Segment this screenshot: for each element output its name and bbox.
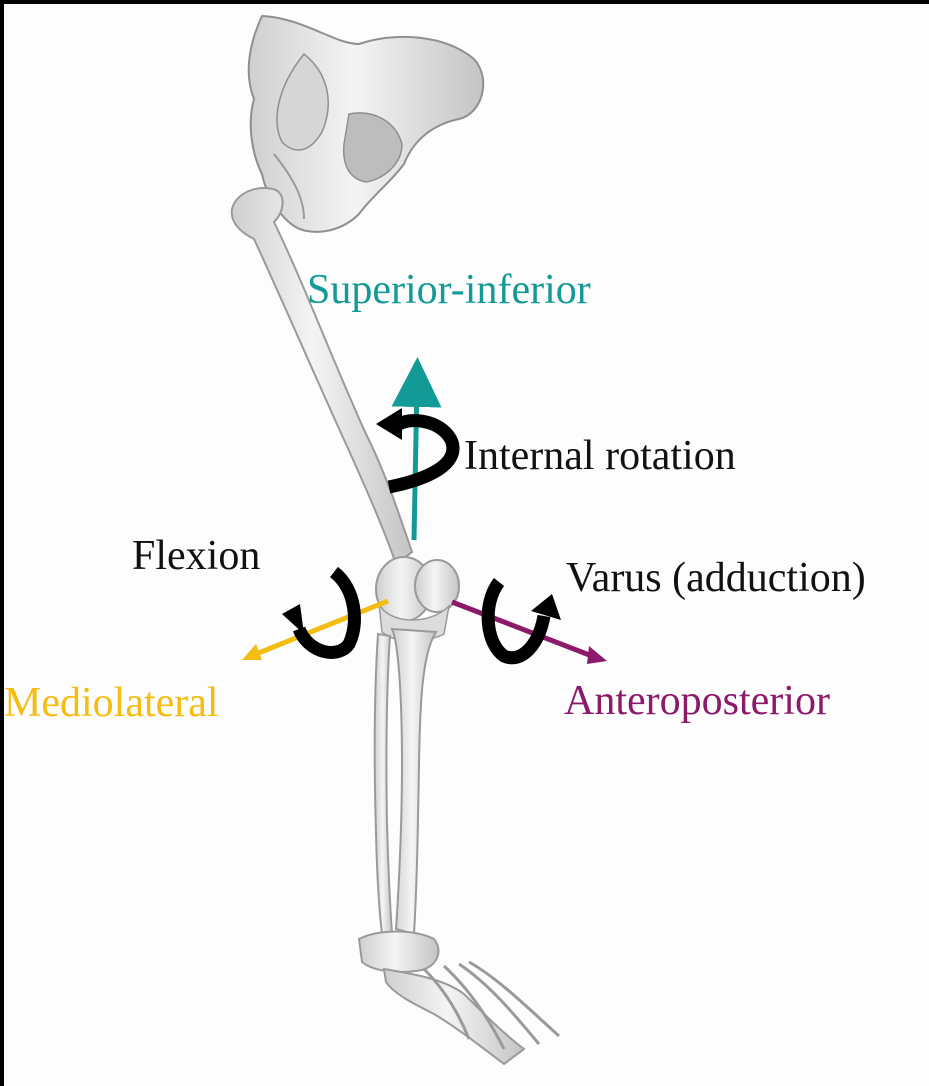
foot-bones <box>357 930 561 1066</box>
anteroposterior-axis-arrow <box>451 599 607 664</box>
varus-arrow <box>481 578 561 665</box>
superior-inferior-label: Superior-inferior <box>307 267 591 313</box>
superior-inferior-arrowhead <box>404 364 430 386</box>
mediolateral-label: Mediolateral <box>4 680 219 726</box>
superior-inferior-axis-arrow <box>391 357 442 541</box>
tibia-bone <box>390 627 438 936</box>
figure-canvas: Superior-inferior Internal rotation Flex… <box>4 4 929 1086</box>
internal-rotation-label: Internal rotation <box>464 433 736 479</box>
knee-joint <box>375 556 460 642</box>
flexion-arrow <box>282 566 361 659</box>
fibula-bone <box>373 632 394 935</box>
femur-bone <box>230 187 414 566</box>
internal-rotation-arrow <box>376 408 460 494</box>
varus-label: Varus (adduction) <box>566 555 866 601</box>
pelvis-bone <box>247 14 485 233</box>
flexion-label: Flexion <box>132 533 261 579</box>
mediolateral-axis-arrow <box>242 598 389 660</box>
anteroposterior-label: Anteroposterior <box>564 678 830 724</box>
leg-skeleton-diagram <box>230 14 607 1066</box>
